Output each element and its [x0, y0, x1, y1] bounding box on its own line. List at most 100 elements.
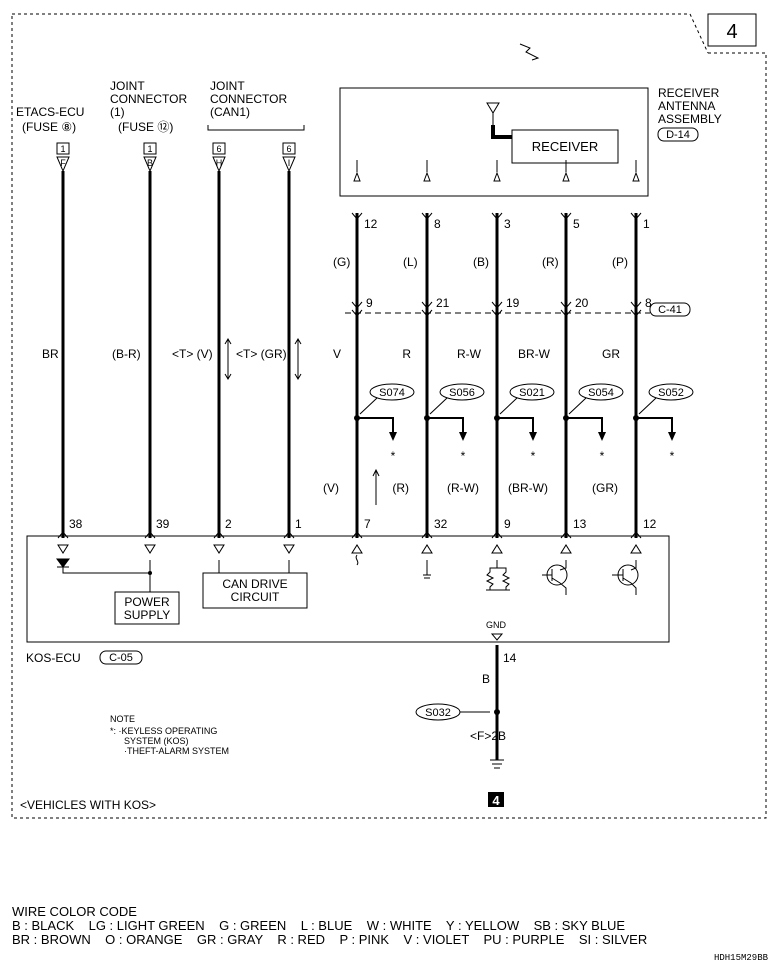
wire-color-label: BR [42, 347, 59, 361]
wire-top-pin: 3 [504, 217, 511, 231]
star-marker: * [531, 449, 536, 463]
source-joint-connector-can1: JOINT CONNECTOR (CAN1) [207, 79, 305, 131]
splice-code: S021 [519, 387, 545, 399]
ground-connector-ref: <F>2B [470, 729, 506, 743]
wire-terminal [351, 212, 363, 220]
inline-connector-code: C-41 [658, 304, 682, 316]
figure-code: HDH15M29BB [714, 953, 769, 963]
branch-arrow-icon [389, 432, 397, 441]
source-label-line: (CAN1) [210, 105, 250, 119]
ground-number: 4 [492, 793, 500, 808]
receiver-pin-triangle [493, 171, 501, 182]
receiver-assembly-label-line: RECEIVER [658, 86, 720, 100]
kos-ecu-connector-code: C-05 [109, 652, 133, 664]
wire-color-label: (P) [612, 255, 628, 269]
can-drive-circuit-box [202, 572, 308, 609]
wire-terminal [491, 531, 503, 539]
signal-direction-arrow-icon [372, 468, 380, 505]
receiver-connector-code: D-14 [666, 129, 690, 141]
inline-pin-number: 21 [436, 296, 450, 310]
wire-color-label: (B-R) [112, 347, 141, 361]
can-drive-label-line: CAN DRIVE [222, 577, 287, 591]
receiver-assembly: RECEIVER RECEIVER ANTENNA ASSEMBLY D-14 [339, 86, 722, 197]
ground-number-box [488, 792, 504, 807]
source-label-line: CONNECTOR [110, 92, 187, 106]
splice-badge [648, 383, 694, 401]
source-label-line: (1) [110, 105, 125, 119]
receiver-assembly-box [339, 87, 649, 197]
wireless-signal-icon [519, 43, 540, 61]
splice-pointer [499, 397, 518, 415]
splice-badge [509, 383, 555, 401]
note-line: ·THEFT-ALARM SYSTEM [124, 746, 229, 756]
wire-color-label: (B) [473, 255, 489, 269]
receiver-pin-triangle [632, 171, 640, 182]
ground-splice-dot [494, 709, 500, 715]
wire-bottom-pin: 7 [364, 517, 371, 531]
page-number-box [707, 13, 757, 47]
transistor-lead [542, 560, 567, 595]
branch-wire [566, 417, 603, 432]
wire-terminal [421, 531, 433, 539]
wire-color-label: (R-W) [447, 481, 479, 495]
wire-color-label: (L) [403, 255, 418, 269]
can-drive-wiring [218, 560, 290, 573]
power-supply-label-line: POWER [124, 595, 170, 609]
ecu-pin-triangle [491, 544, 503, 554]
wire-color-label: R [402, 347, 411, 361]
wire-color-label: (R) [392, 481, 409, 495]
wire-color-label: V [333, 347, 341, 361]
kos-ecu-box [26, 535, 670, 643]
source-label-line: (FUSE ⑧) [22, 120, 76, 134]
wire-color-label: R-W [457, 347, 482, 361]
inline-connector-pin [351, 301, 363, 317]
power-supply-box [114, 591, 180, 625]
inline-connector-pin [421, 301, 433, 317]
inline-connector-pin [630, 301, 642, 317]
wire-terminal [560, 212, 572, 220]
splice-code: S052 [658, 387, 684, 399]
wire-terminal [630, 212, 642, 220]
wire-color-label: BR-W [518, 347, 551, 361]
connector-box [282, 142, 296, 155]
ground-circuit: 14 B S032 <F>2B 4 [415, 645, 517, 808]
source-label-line: ETACS-ECU [16, 105, 84, 119]
antenna-icon [486, 102, 500, 125]
wire-terminal [421, 212, 433, 220]
ground-wire-color: B [482, 672, 490, 686]
ground-icon [490, 759, 504, 769]
receiver-pin-triangle [562, 171, 570, 182]
transistor-lead [612, 560, 637, 595]
wire-bottom-pin: 9 [504, 517, 511, 531]
connector-pin-letter: H [216, 158, 223, 168]
star-marker: * [461, 449, 466, 463]
splice-badge [578, 383, 624, 401]
kos-ecu-label: KOS-ECU [26, 651, 81, 665]
branch-wire [636, 417, 673, 432]
wire-terminal [213, 531, 225, 539]
wire-top-pin: 8 [434, 217, 441, 231]
branch-arrow-icon [529, 432, 537, 441]
connector-box-number: 6 [216, 144, 221, 154]
splice-code: S074 [379, 387, 405, 399]
power-supply-wiring [62, 560, 151, 592]
source-joint-connector-1: JOINT CONNECTOR (1) (FUSE ⑫) [110, 79, 187, 134]
gnd-label: GND [486, 620, 507, 630]
wire-color-code-line: BR : BROWN O : ORANGE GR : GRAY R : RED … [12, 932, 647, 947]
kos-ecu: KOS-ECU C-05 POWER SUPPLY CAN DRIVE CIRC… [26, 535, 670, 665]
star-marker: * [670, 449, 675, 463]
wire-terminal [630, 531, 642, 539]
connector-pin-letter: I [288, 158, 291, 168]
inline-connector-pin [491, 301, 503, 317]
vehicle-variant-label: <VEHICLES WITH KOS> [20, 798, 156, 812]
inline-connector-pin [560, 301, 572, 317]
wire-color-code-line: B : BLACK LG : LIGHT GREEN G : GREEN L :… [12, 918, 625, 933]
receiver-pin-triangle [353, 171, 361, 182]
wire-bottom-pin: 12 [643, 517, 657, 531]
star-marker: * [391, 449, 396, 463]
branch-wire [357, 417, 394, 432]
inline-connector-badge [649, 302, 691, 317]
wire-color-label: <T> (GR) [236, 347, 287, 361]
wire-top-pin: 12 [364, 217, 378, 231]
